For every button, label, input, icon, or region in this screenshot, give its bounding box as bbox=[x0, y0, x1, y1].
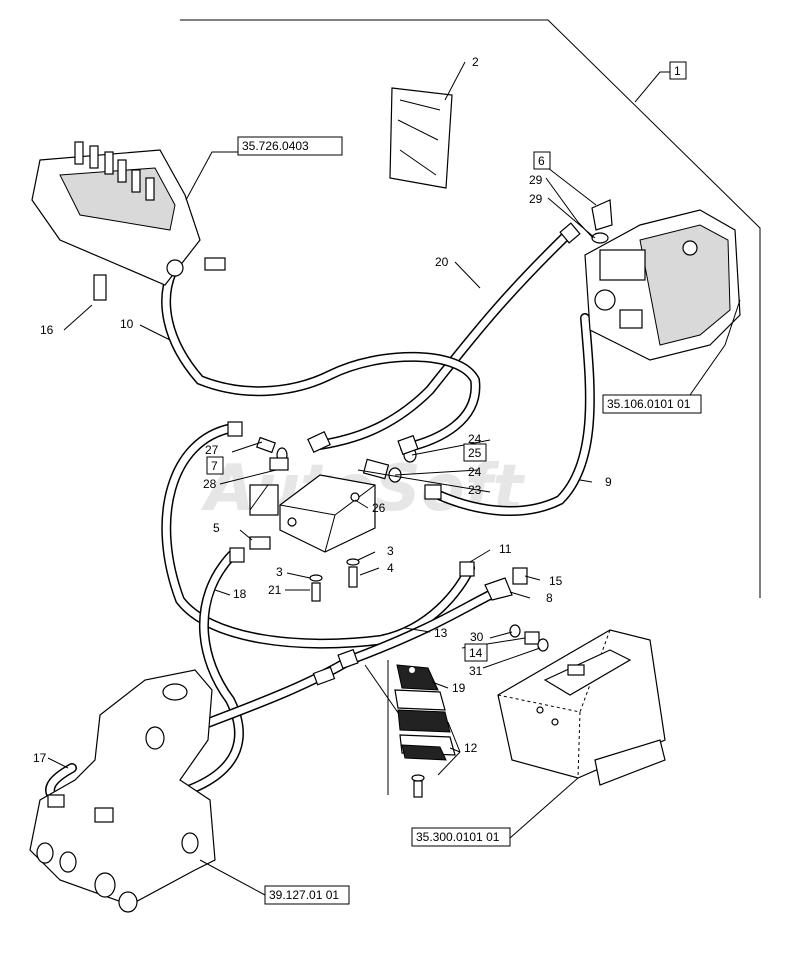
ref-box-loader-frame: 39.127.01 01 bbox=[264, 885, 350, 905]
callout-12: 12 bbox=[464, 741, 478, 755]
callout-29-lower: 29 bbox=[529, 192, 543, 206]
fitting-15 bbox=[512, 567, 528, 585]
callout-30: 30 bbox=[470, 630, 484, 644]
block-28 bbox=[249, 484, 279, 516]
boxed-item-7: 7 bbox=[206, 456, 224, 475]
boxed-item-6: 6 bbox=[533, 151, 551, 170]
loader-frame bbox=[29, 669, 216, 913]
callout-4: 4 bbox=[387, 561, 394, 575]
callout-20: 20 bbox=[435, 255, 449, 269]
ref-box-control-valve: 35.726.0403 bbox=[237, 136, 343, 156]
hydraulic-tank bbox=[497, 629, 666, 786]
callout-17: 17 bbox=[33, 751, 47, 765]
tank-step bbox=[594, 739, 666, 786]
callout-18: 18 bbox=[233, 587, 247, 601]
callout-29-upper: 29 bbox=[529, 173, 543, 187]
frame-casting bbox=[29, 669, 216, 906]
fitting-11 bbox=[459, 561, 475, 577]
valve-block-26 bbox=[249, 436, 417, 602]
callout-28: 28 bbox=[203, 477, 217, 491]
control-valve-assembly bbox=[31, 141, 226, 301]
callout-16: 16 bbox=[40, 323, 54, 337]
fitting-8 bbox=[484, 577, 513, 601]
boxed-item-25: 25 bbox=[463, 443, 487, 462]
adapter-6 bbox=[591, 199, 613, 231]
callout-23: 23 bbox=[468, 483, 482, 497]
boxed-text-14: 14 bbox=[469, 646, 483, 660]
callout-15: 15 bbox=[549, 574, 563, 588]
callout-2: 2 bbox=[472, 55, 479, 69]
ref-text-pump: 35.106.0101 01 bbox=[607, 397, 691, 411]
boxed-text-1: 1 bbox=[674, 64, 681, 78]
boxed-item-14: 14 bbox=[464, 643, 488, 662]
boxed-item-1: 1 bbox=[669, 61, 687, 80]
callout-24-lower: 24 bbox=[468, 465, 482, 479]
hose-clamps bbox=[364, 660, 456, 798]
callout-5: 5 bbox=[213, 521, 220, 535]
callout-19: 19 bbox=[452, 681, 466, 695]
callout-numbers: 2 29 29 20 16 10 27 28 24 24 23 9 26 5 3… bbox=[33, 55, 612, 765]
callout-9: 9 bbox=[605, 475, 612, 489]
callout-24-upper: 24 bbox=[468, 432, 482, 446]
hose-fittings bbox=[227, 421, 549, 686]
operator-manual bbox=[389, 87, 453, 189]
callout-13: 13 bbox=[434, 626, 448, 640]
boxed-text-7: 7 bbox=[211, 459, 218, 473]
valve-spools bbox=[74, 141, 155, 201]
callout-26: 26 bbox=[372, 501, 386, 515]
clamp-half-19 bbox=[396, 664, 439, 691]
boxed-text-25: 25 bbox=[468, 446, 482, 460]
ref-text-tank: 35.300.0101 01 bbox=[416, 830, 500, 844]
callout-3-right: 3 bbox=[387, 544, 394, 558]
leader-lines bbox=[47, 61, 741, 896]
plug-5 bbox=[249, 536, 271, 550]
boxed-text-6: 6 bbox=[538, 154, 545, 168]
ref-text-control-valve: 35.726.0403 bbox=[242, 139, 309, 153]
callout-31: 31 bbox=[469, 664, 483, 678]
tank-body bbox=[497, 629, 666, 779]
callout-3-left: 3 bbox=[276, 565, 283, 579]
hoses bbox=[45, 227, 595, 805]
callout-10: 10 bbox=[120, 317, 134, 331]
ref-box-pump: 35.106.0101 01 bbox=[602, 394, 702, 414]
hydraulic-pump bbox=[559, 199, 741, 361]
callout-27: 27 bbox=[205, 443, 219, 457]
kit-boundary-line bbox=[180, 19, 761, 598]
ref-box-tank: 35.300.0101 01 bbox=[411, 827, 511, 847]
callout-8: 8 bbox=[546, 591, 553, 605]
callout-11: 11 bbox=[499, 542, 512, 556]
callout-21: 21 bbox=[268, 583, 282, 597]
ref-text-loader-frame: 39.127.01 01 bbox=[269, 888, 339, 902]
valve-plug-16 bbox=[93, 274, 107, 301]
